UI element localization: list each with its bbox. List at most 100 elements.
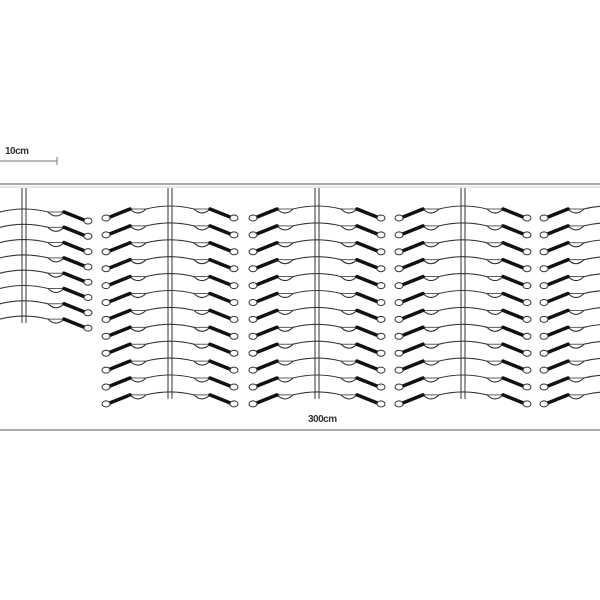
bulb-bar: [401, 291, 425, 304]
light-row: [539, 222, 600, 239]
bulb-bar: [546, 274, 570, 287]
light-row: [248, 357, 386, 374]
bulb-tip: [394, 383, 404, 391]
wave-wire: [462, 323, 504, 332]
bulb-bar: [62, 271, 86, 283]
wave-wire: [316, 222, 358, 231]
bulb-tip: [229, 214, 239, 222]
wave-wire: [276, 289, 318, 299]
bulb-bar: [255, 342, 279, 354]
bulb-tip: [248, 248, 258, 256]
wave-wire: [0, 208, 25, 213]
bulb-tip: [248, 332, 258, 340]
bulb-bar: [255, 376, 279, 388]
bulb-bar: [501, 342, 525, 354]
wave-wire: [23, 223, 65, 232]
bulb-bar: [62, 240, 86, 253]
light-row: [539, 273, 600, 290]
bulb-bar: [208, 393, 232, 405]
light-row: [0, 223, 93, 240]
light-row: [539, 290, 600, 306]
bulb-tip: [394, 400, 404, 408]
wave-wire: [422, 323, 464, 332]
wave-wire: [316, 256, 358, 265]
wave-wire: [276, 222, 318, 231]
wave-wire: [316, 289, 358, 299]
bulb-tip: [376, 315, 386, 323]
bulb-tip: [394, 332, 404, 340]
light-row: [101, 340, 239, 357]
bulb-bar: [108, 325, 132, 338]
bulb-tip: [248, 299, 258, 306]
bulb-tip: [248, 265, 258, 273]
bulb-tip: [376, 214, 386, 222]
wave-wire: [23, 284, 65, 294]
bulb-bar: [501, 308, 525, 321]
wave-wire: [316, 357, 358, 366]
wave-wire: [129, 357, 171, 366]
bulb-tip: [376, 231, 386, 239]
light-row: [101, 273, 239, 290]
wave-wire: [316, 340, 358, 349]
wave-wire: [276, 323, 318, 332]
wave-wire: [567, 290, 600, 299]
light-row: [101, 222, 239, 239]
light-row: [539, 239, 600, 256]
bulb-tip: [229, 383, 239, 391]
wave-wire: [169, 357, 211, 366]
bulb-bar: [62, 317, 86, 329]
wave-wire: [567, 340, 600, 349]
light-row: [539, 357, 600, 374]
bulb-tip: [248, 214, 258, 222]
light-row: [0, 284, 93, 301]
wave-wire: [462, 222, 504, 231]
bulb-bar: [208, 274, 232, 287]
wave-wire: [276, 205, 318, 214]
bulb-tip: [539, 349, 549, 357]
bulb-bar: [355, 224, 379, 236]
light-row: [101, 205, 239, 222]
bulb-tip: [83, 294, 93, 301]
bulb-bar: [355, 376, 379, 388]
bulb-tip: [229, 299, 239, 306]
bulb-tip: [539, 214, 549, 222]
light-row: [248, 340, 386, 357]
light-row: [248, 273, 386, 290]
wave-wire: [462, 239, 504, 248]
bulb-tip: [83, 278, 93, 286]
light-row: [394, 374, 532, 391]
bulb-tip: [376, 282, 386, 290]
wave-wire: [316, 273, 358, 282]
light-row: [539, 256, 600, 273]
bulb-bar: [208, 207, 232, 219]
bulb-bar: [108, 274, 132, 287]
bulb-bar: [501, 224, 525, 236]
bulb-bar: [255, 291, 279, 304]
bulb-bar: [62, 210, 86, 222]
light-row: [394, 391, 532, 408]
bulb-tip: [522, 315, 532, 323]
wave-wire: [567, 307, 600, 315]
bulb-bar: [501, 257, 525, 270]
bulb-bar: [208, 376, 232, 388]
light-row: [394, 306, 532, 323]
wave-wire: [0, 315, 25, 320]
bulb-tip: [83, 324, 93, 332]
light-row: [248, 256, 386, 273]
wave-wire: [276, 273, 318, 282]
bulb-bar: [355, 257, 379, 270]
light-strand: [539, 205, 600, 408]
bulb-bar: [546, 342, 570, 354]
wave-wire: [169, 289, 211, 299]
bulb-bar: [401, 308, 425, 321]
bulb-bar: [355, 241, 379, 253]
wave-wire: [567, 391, 600, 400]
light-row: [101, 239, 239, 256]
bulb-tip: [83, 309, 93, 317]
bulb-bar: [355, 393, 379, 405]
bulb-tip: [376, 299, 386, 306]
bulb-tip: [376, 248, 386, 256]
wave-wire: [169, 273, 211, 282]
bulb-tip: [522, 214, 532, 222]
bulb-bar: [401, 359, 425, 371]
